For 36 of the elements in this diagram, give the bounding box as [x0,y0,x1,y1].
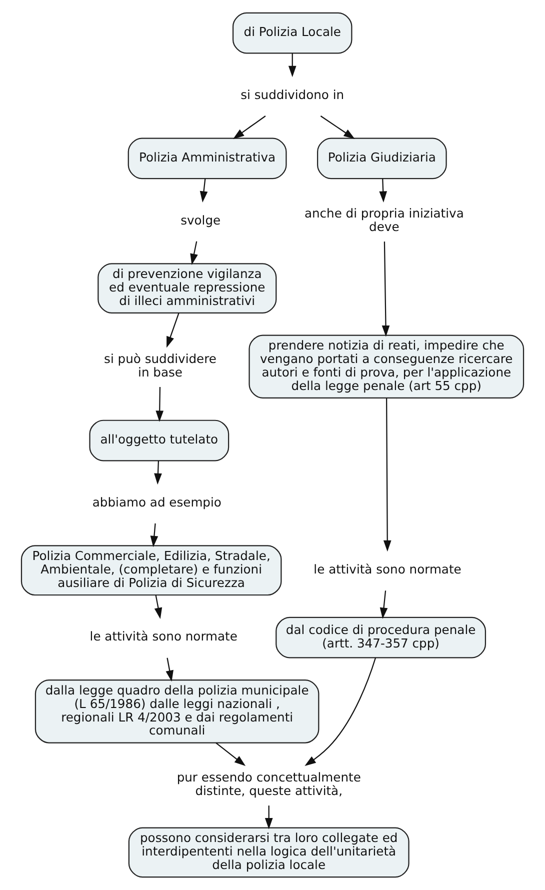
node-text: si suddividono in [240,88,344,102]
arrow [200,178,208,202]
node-box: Polizia Giudiziaria [317,138,447,180]
arrow [232,116,266,140]
arrow [216,742,246,766]
node-text: svolge [180,213,221,228]
node-text: si può suddividere in base [104,352,216,380]
node-text: anche di propria iniziativa deve [304,206,464,234]
node-box: di Polizia Locale [232,12,352,54]
arrow [154,460,162,485]
node-text: le attività sono normate [90,630,238,644]
node-box: all'oggetto tutelato [89,420,230,462]
node-text: le attività sono normate [314,562,462,577]
node-box: di prevenzione vigilanza ed eventuale repressione di illeci amministrativi [98,263,277,314]
arrow [320,116,355,140]
arrow [150,523,158,548]
arrow [379,178,388,202]
arrow [156,386,164,422]
node-box: dalla legge quadro della polizia municipale (L 65/1986) dalle leggi nazionali , regionali LR 4/2003 e dai regolamenti comunali [34,680,320,744]
node-text: abbiamo ad esempio [92,495,222,510]
arrow [166,658,174,682]
node-box: Polizia Commerciale, Edilizia, Stradale, Ambientale, (completare) e funzioni ausiliare di Polizia di Sicurezza [20,545,282,596]
arrow [166,312,180,348]
arrow [190,241,198,265]
node-box: possono considerarsi tra loro collegate ed interdipententi nella logica dell'unitarietà della polizia locale [128,827,410,878]
node-box: prendere notizia di reati, impedire che vengano portati a conseguenze ricercare autori e fonti di prova, per l'applicazione della legge penale (art 55 cpp) [248,334,524,399]
arrow [380,590,388,619]
arrow [154,595,162,619]
arrow [288,53,296,78]
arrow [382,242,390,337]
arrow [264,806,273,830]
node-text: pur essendo concettualmente distinte, queste attività, [176,770,361,798]
node-box: Polizia Amministrativa [128,138,287,180]
arrow [304,658,376,766]
node-box: dal codice di procedura penale (artt. 347-357 cpp) [276,616,486,658]
arrow [383,398,392,552]
